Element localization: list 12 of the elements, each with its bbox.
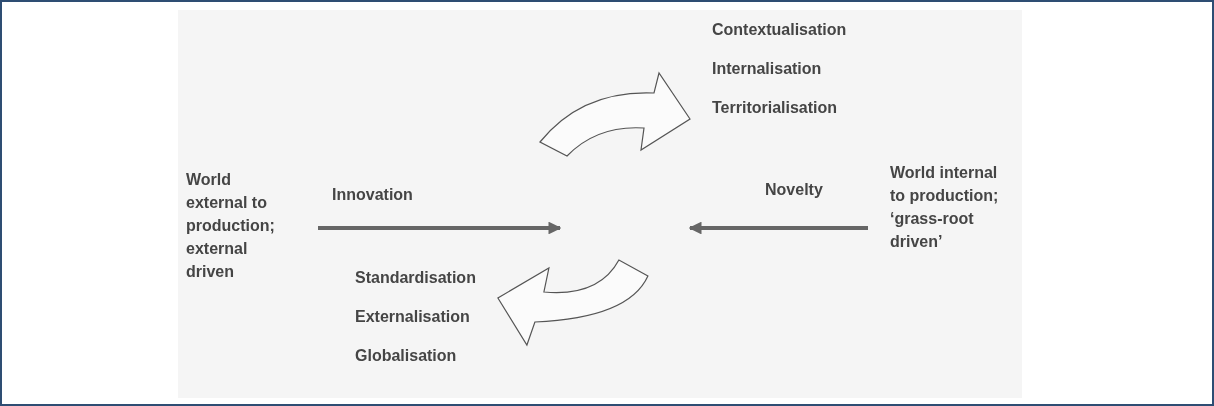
arrow <box>688 221 868 235</box>
node-text: World internal to production; ‘grass-root driven’ <box>890 163 1000 252</box>
arrow <box>318 221 562 235</box>
list-item-text: Globalisation <box>355 346 457 366</box>
curved-block-arrow <box>497 259 649 346</box>
node-text: World external to production; external driven <box>186 170 276 282</box>
list-item-text: Standardisation <box>355 268 476 288</box>
list-item-text: Externalisation <box>355 307 470 327</box>
curved-block-arrow <box>539 72 691 157</box>
list-item-text: Contextualisation <box>712 20 847 40</box>
list-item-text: Territorialisation <box>712 98 838 118</box>
list-item-text: Internalisation <box>712 59 822 79</box>
